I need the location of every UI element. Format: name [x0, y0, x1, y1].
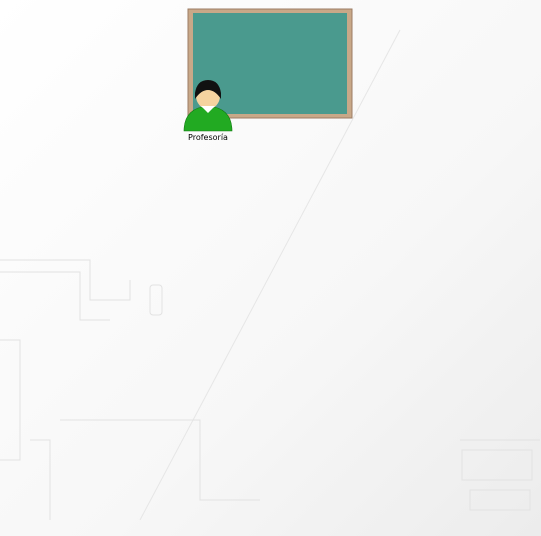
background-circuit-pattern — [0, 259, 540, 520]
background-diagonal — [139, 29, 401, 521]
teacher-label: Profesoría — [188, 133, 228, 142]
person-icon[interactable] — [183, 80, 233, 132]
